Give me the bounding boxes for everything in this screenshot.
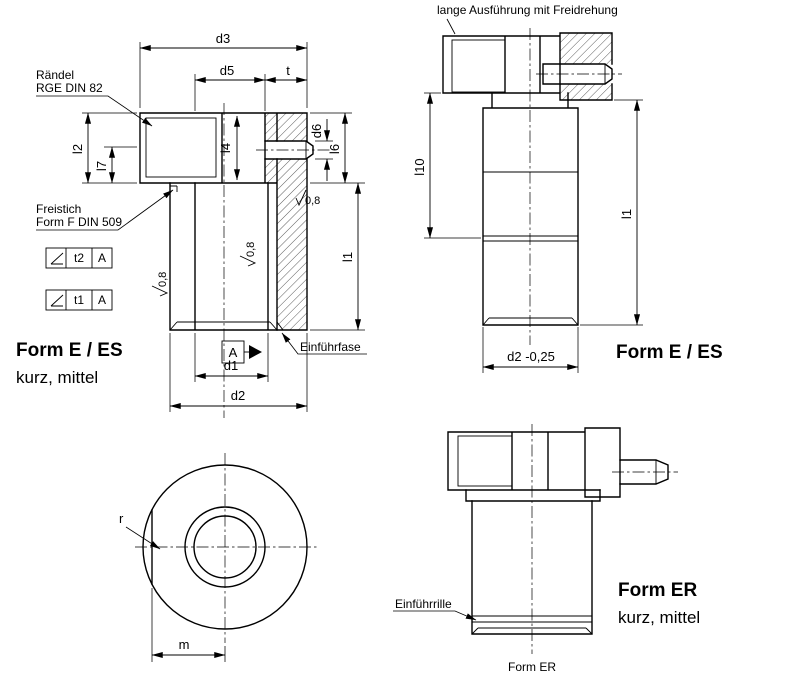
- body-outline: [482, 92, 579, 326]
- view-form-er: Einführrille Form ER Form ER kurz, mitte…: [393, 424, 700, 674]
- ext-lines-d2: [169, 333, 308, 412]
- dim-label-l1: l1: [619, 209, 634, 219]
- collar-outline: [465, 489, 601, 502]
- dim-label-d2: d2: [231, 388, 245, 403]
- callout-freistich-line1: Freistich: [36, 202, 81, 216]
- outer-diameter-circle: [142, 464, 308, 630]
- dim-label-r: r: [119, 511, 124, 526]
- dim-label-d5: d5: [220, 63, 234, 78]
- tolerance-frame-dividers: [65, 248, 93, 268]
- tolerance-datum-t1: A: [98, 293, 106, 307]
- section-hatch: [560, 84, 612, 100]
- view-title-form-e-es: Form E / ES: [16, 340, 123, 361]
- roughness-symbol-icon: [295, 189, 307, 207]
- view-lange-ausfuehrung: lange Ausführung mit Freidrehung l10 l1 …: [412, 3, 723, 373]
- dim-label-d3: d3: [216, 31, 230, 46]
- tolerance-frame-t2: t2 A: [45, 247, 113, 269]
- callout-raendel-line1: Rändel: [36, 68, 74, 82]
- section-hatch: [277, 183, 307, 330]
- section-hatch: [265, 159, 307, 183]
- dim-label-l2: l2: [70, 144, 85, 154]
- dim-label-t: t: [286, 63, 290, 78]
- body-outline: [471, 500, 593, 635]
- callout-raendel-line2: RGE DIN 82: [36, 81, 103, 95]
- leader-r: [125, 526, 161, 550]
- view-title-lange-ausfuehrung: lange Ausführung mit Freidrehung: [437, 3, 618, 17]
- dim-label-l1: l1: [340, 252, 355, 262]
- ext-lines-l10: [424, 92, 481, 239]
- knurl-texture: [145, 117, 217, 178]
- tolerance-value-t1: t1: [74, 293, 84, 307]
- tolerance-frame-box: [45, 289, 113, 311]
- leader-freistich: [36, 189, 174, 231]
- dim-label-l7: l7: [94, 161, 109, 171]
- callout-einfuehrrille: Einführrille: [395, 597, 452, 611]
- leader-title: [446, 18, 456, 35]
- roughness-value: 0,8: [157, 272, 169, 287]
- tolerance-frame-dividers: [65, 290, 93, 310]
- dim-label-d1: d1: [224, 358, 238, 373]
- shank-chamfers: [169, 185, 278, 331]
- datum-feature-a: A: [221, 340, 262, 364]
- knurl-texture: [457, 435, 513, 487]
- roughness-symbol-icon: [151, 285, 169, 297]
- roughness-mark: 0,8: [239, 242, 257, 267]
- slope-symbol-icon: [50, 294, 64, 307]
- callout-einfuehrfase: Einführfase: [300, 340, 361, 354]
- dim-label-l10: l10: [412, 158, 427, 175]
- view-top-circle: r m: [119, 453, 317, 662]
- knurl-texture: [451, 39, 506, 93]
- einfuehrfase-chamfer: [276, 321, 284, 331]
- datum-label: A: [229, 345, 238, 360]
- ext-lines-l2: [82, 112, 137, 184]
- roughness-symbol-icon: [239, 255, 257, 267]
- tolerance-datum-t2: A: [98, 251, 106, 265]
- shank-outline: [169, 182, 278, 331]
- dim-label-l4: l4: [218, 143, 233, 153]
- body-detail-lines: [482, 171, 579, 326]
- roughness-value: 0,8: [305, 195, 320, 207]
- head-outline: [442, 32, 613, 101]
- head-outline: [447, 427, 621, 498]
- dim-label-d6: d6: [309, 124, 324, 138]
- view-title-form-er: Form ER: [618, 580, 697, 601]
- leader-raendel: [36, 95, 153, 127]
- leader-einfuehrrille: [393, 610, 477, 621]
- leader-einfuehrfase: [281, 332, 367, 355]
- view-caption-form-er: Form ER: [508, 660, 556, 674]
- bore-circle-outer: [184, 506, 266, 588]
- dim-label-m: m: [179, 637, 190, 652]
- ext-lines-d3: [139, 42, 308, 108]
- roughness-mark: 0,8: [295, 189, 320, 207]
- head-outline: [139, 112, 308, 331]
- view-subtitle-kurz-mittel-er: kurz, mittel: [618, 608, 700, 627]
- tolerance-value-t2: t2: [74, 251, 84, 265]
- roughness-mark: 0,8: [151, 272, 169, 297]
- view-subtitle-kurz-mittel: kurz, mittel: [16, 368, 98, 387]
- roughness-value: 0,8: [245, 242, 257, 257]
- section-hatch: [265, 113, 307, 141]
- tolerance-frame-box: [45, 247, 113, 269]
- section-hatch: [560, 33, 612, 64]
- datum-triangle-icon: [249, 345, 262, 359]
- einfuehrrille-groove: [471, 615, 593, 635]
- tolerance-frame-t1: t1 A: [45, 289, 113, 311]
- dim-label-l6: l6: [327, 144, 342, 154]
- dim-label-d2-tol: d2 -0,25: [507, 349, 555, 364]
- view-title-form-e-es-right: Form E / ES: [616, 342, 723, 363]
- view-form-e-es-section: d3 d5 t l2 l7 l4 d6 l6 l1 d1: [16, 31, 367, 418]
- bore-circle-inner: [193, 515, 257, 579]
- callout-freistich-line2: Form F DIN 509: [36, 215, 122, 229]
- slope-symbol-icon: [50, 252, 64, 265]
